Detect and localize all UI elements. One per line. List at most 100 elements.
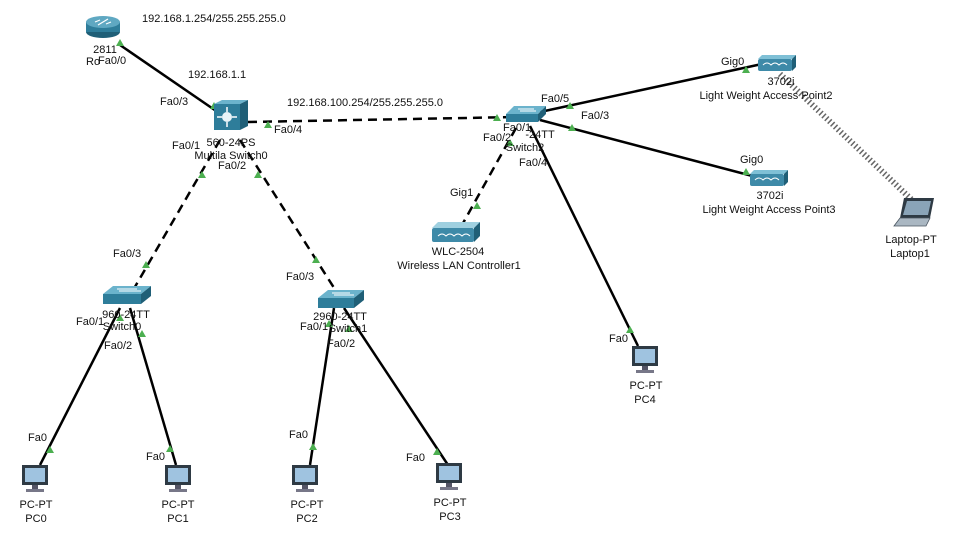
switch2-icon[interactable] bbox=[506, 106, 546, 122]
port-up-indicator bbox=[138, 330, 146, 337]
switch1-model-label: 2960-24TT bbox=[313, 311, 367, 323]
port-up-indicator bbox=[742, 168, 750, 175]
pc3-name-label: PC3 bbox=[439, 511, 461, 523]
pc1-icon[interactable] bbox=[165, 465, 191, 492]
port-label: Fa0 bbox=[609, 333, 628, 345]
pc3-icon[interactable] bbox=[436, 463, 462, 490]
link-multilayer-switch0[interactable] bbox=[130, 139, 222, 293]
pc1-name-label: PC1 bbox=[167, 513, 189, 525]
link-router-multilayer[interactable] bbox=[119, 43, 223, 117]
links bbox=[38, 43, 763, 466]
port-label: Fa0/1 bbox=[172, 140, 201, 152]
link-switch1-pc3[interactable] bbox=[342, 307, 450, 466]
link-switch0-pc1[interactable] bbox=[128, 307, 178, 466]
port-label: Fa0 bbox=[289, 429, 308, 441]
router-name-label: Ro bbox=[86, 56, 101, 68]
wlc-name-label: Wireless LAN Controller1 bbox=[397, 260, 521, 272]
laptop-name-label: Laptop1 bbox=[890, 248, 930, 260]
port-up-indicator bbox=[309, 443, 317, 450]
port-label: Fa0/3 bbox=[160, 96, 189, 108]
port-label: Gig1 bbox=[450, 187, 474, 199]
link-multilayer-switch1[interactable] bbox=[238, 139, 338, 292]
port-up-indicator bbox=[142, 261, 150, 268]
router-model-label: 2811 bbox=[93, 44, 117, 56]
port-up-indicator bbox=[345, 325, 353, 332]
wlc-icon[interactable] bbox=[432, 222, 480, 242]
link-switch1-pc2[interactable] bbox=[308, 307, 336, 466]
port-label: Gig0 bbox=[740, 154, 764, 166]
link-switch2-pc4[interactable] bbox=[528, 125, 640, 347]
port-label: Fa0/0 bbox=[98, 55, 127, 67]
pc4-icon[interactable] bbox=[632, 346, 658, 373]
port-up-indicator bbox=[626, 326, 634, 333]
pc4-name-label: PC4 bbox=[634, 394, 656, 406]
port-label: Fa0/3 bbox=[286, 271, 315, 283]
access-point-2-icon[interactable] bbox=[758, 55, 796, 71]
vlan-network-label: 192.168.100.254/255.255.255.0 bbox=[287, 97, 443, 109]
pc2-icon[interactable] bbox=[292, 465, 318, 492]
port-label: Fa0/1 bbox=[300, 321, 329, 333]
pc4-model-label: PC-PT bbox=[629, 380, 663, 392]
port-label: Fa0/2 bbox=[218, 160, 247, 172]
wlc-model-label: WLC-2504 bbox=[431, 246, 485, 258]
port-label: Fa0/1 bbox=[76, 316, 105, 328]
laptop-icon[interactable] bbox=[893, 198, 934, 227]
port-up-indicator bbox=[198, 171, 206, 178]
multilayer-name-label: Multila Switch0 bbox=[194, 150, 268, 162]
pc0-icon[interactable] bbox=[22, 465, 48, 492]
port-up-indicator bbox=[742, 66, 750, 73]
pc1-model-label: PC-PT bbox=[161, 499, 195, 511]
switch2-model-label: -24TT bbox=[525, 129, 555, 141]
switch2-name-label: Switch2 bbox=[505, 142, 545, 154]
router-network-label: 192.168.1.254/255.255.255.0 bbox=[142, 13, 286, 25]
port-label: Fa0 bbox=[406, 452, 425, 464]
pc0-model-label: PC-PT bbox=[19, 499, 53, 511]
port-label: Fa0/2 bbox=[483, 132, 512, 144]
link-multilayer-switch2[interactable] bbox=[247, 115, 519, 124]
port-up-indicator bbox=[264, 121, 272, 128]
link-switch2-wlc[interactable] bbox=[460, 127, 518, 226]
pc0-name-label: PC0 bbox=[25, 513, 47, 525]
port-label: Fa0/4 bbox=[274, 124, 303, 136]
port-up-indicator bbox=[46, 446, 54, 453]
multilayer-model-label: 560-24PS bbox=[206, 137, 256, 149]
port-label: Fa0/3 bbox=[113, 248, 142, 260]
port-up-indicator bbox=[116, 314, 124, 321]
access-point-3-icon[interactable] bbox=[750, 170, 788, 186]
port-label: Fa0/1 bbox=[503, 122, 532, 134]
laptop-model-label: Laptop-PT bbox=[885, 234, 937, 246]
ap2-name-label: Light Weight Access Point2 bbox=[699, 90, 833, 102]
link-switch0-pc0[interactable] bbox=[38, 307, 122, 466]
port-up-indicator bbox=[566, 102, 574, 109]
port-label: Fa0/2 bbox=[104, 340, 133, 352]
wireless-link-ap2-laptop bbox=[777, 71, 915, 203]
ap3-model-label: 3702i bbox=[756, 190, 784, 202]
switch1-icon[interactable] bbox=[318, 290, 364, 308]
pc2-model-label: PC-PT bbox=[290, 499, 324, 511]
port-label: Fa0/5 bbox=[541, 93, 570, 105]
pc2-name-label: PC2 bbox=[296, 513, 318, 525]
pc3-model-label: PC-PT bbox=[433, 497, 467, 509]
multilayer-ip-label: 192.168.1.1 bbox=[188, 69, 247, 81]
port-up-indicator bbox=[166, 445, 174, 452]
port-up-indicator bbox=[254, 171, 262, 178]
link-switch2-ap2[interactable] bbox=[539, 62, 763, 114]
multilayer-switch-icon[interactable] bbox=[214, 100, 248, 130]
port-label: Fa0 bbox=[146, 451, 165, 463]
port-label: Gig0 bbox=[721, 56, 745, 68]
ap3-name-label: Light Weight Access Point3 bbox=[702, 204, 836, 216]
ap2-model-label: 3702i bbox=[767, 76, 795, 88]
port-up-indicator bbox=[493, 114, 501, 121]
switch0-model-label: 960-24TT bbox=[102, 309, 150, 321]
switch0-icon[interactable] bbox=[103, 286, 151, 304]
port-up-indicator bbox=[325, 320, 333, 327]
port-up-indicator bbox=[116, 39, 124, 46]
port-label: Fa0/4 bbox=[519, 157, 548, 169]
port-up-indicator bbox=[506, 139, 514, 146]
port-label: Fa0 bbox=[28, 432, 47, 444]
link-switch2-ap3[interactable] bbox=[539, 118, 761, 180]
port-up-indicator bbox=[312, 256, 320, 263]
port-up-indicator bbox=[568, 124, 576, 131]
router-icon[interactable] bbox=[86, 16, 120, 38]
